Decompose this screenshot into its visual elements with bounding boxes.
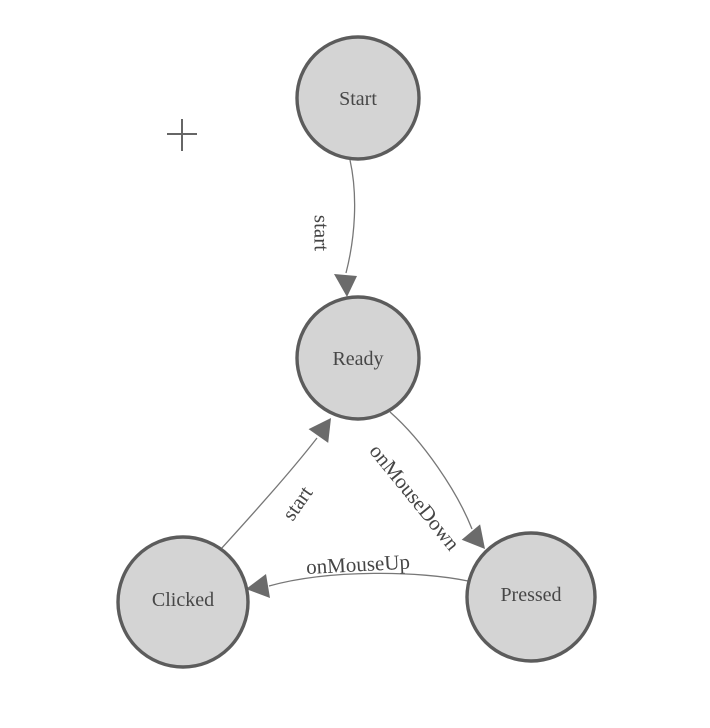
transition-start-to-ready[interactable]: start [310, 159, 357, 297]
transition-label[interactable]: start [310, 215, 334, 251]
state-circle[interactable] [295, 35, 421, 161]
state-circle[interactable] [465, 531, 597, 663]
arrowhead-icon [246, 574, 270, 598]
state-label: Clicked [152, 589, 214, 611]
state-node-start[interactable]: Start [295, 35, 421, 161]
state-circle[interactable] [116, 535, 250, 669]
state-label: Start [339, 88, 377, 110]
state-label: Pressed [500, 584, 561, 606]
arrowhead-icon [461, 524, 485, 549]
transition-line[interactable] [268, 572, 469, 587]
origin-crosshair-icon [167, 119, 197, 151]
transition-ready-to-pressed[interactable]: onMouseDown [365, 411, 485, 555]
transition-line[interactable] [220, 437, 318, 550]
state-node-ready[interactable]: Ready [295, 295, 421, 421]
transition-pressed-to-clicked[interactable]: onMouseUp [246, 550, 469, 598]
arrowhead-icon [334, 274, 357, 297]
transition-clicked-to-ready[interactable]: start [220, 418, 331, 550]
transition-label[interactable]: onMouseDown [365, 439, 465, 555]
state-node-pressed[interactable]: Pressed [465, 531, 597, 663]
transition-label[interactable]: start [277, 481, 317, 525]
arrowhead-icon [308, 418, 331, 443]
state-node-clicked[interactable]: Clicked [116, 535, 250, 669]
transition-label[interactable]: onMouseUp [306, 550, 411, 579]
transition-line[interactable] [389, 411, 473, 530]
transition-line[interactable] [345, 159, 356, 274]
state-label: Ready [332, 348, 383, 370]
state-circle[interactable] [295, 295, 421, 421]
